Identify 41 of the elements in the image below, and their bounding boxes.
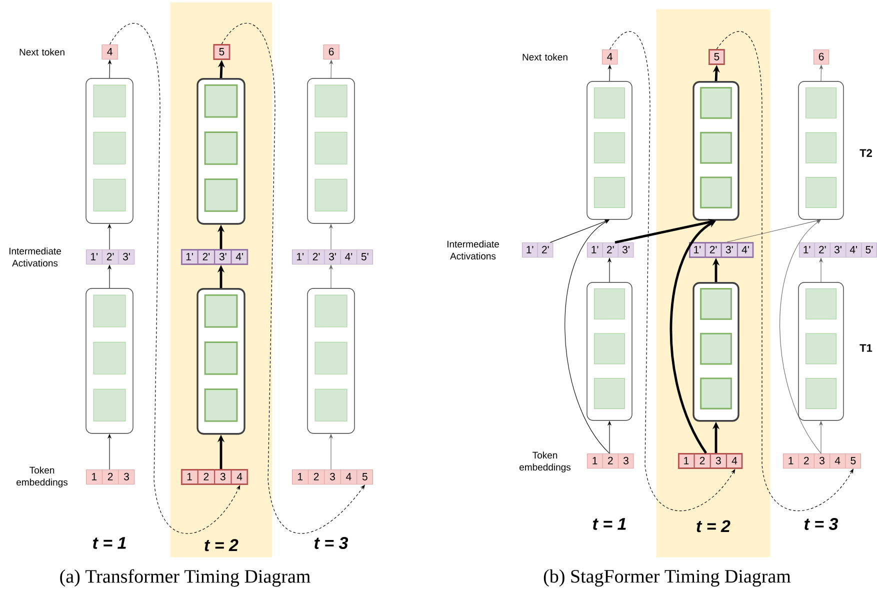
token-strip: 1 2 3 4 5 xyxy=(783,453,861,469)
token-box: 6 xyxy=(814,49,830,65)
token-box: 6 xyxy=(323,44,340,60)
stack-label: T2 xyxy=(860,149,872,157)
time-step-label: t = 1 xyxy=(92,537,126,549)
row-label: Next token xyxy=(522,54,568,60)
token-box: 5 xyxy=(213,44,230,60)
row-label: Intermediate Activations xyxy=(447,240,499,260)
time-step-label: t = 3 xyxy=(314,536,348,550)
dashed-arrow xyxy=(610,31,736,512)
token-strip: 1' 2' 3' 4' 5' xyxy=(799,242,877,258)
token-box: 4 xyxy=(102,44,118,60)
token-strip: 1' 2' 3' xyxy=(587,242,634,258)
arrow xyxy=(726,218,821,242)
token-strip: 1' 2' 3' 4' xyxy=(181,249,248,265)
curved-arrow xyxy=(780,220,822,454)
row-label: Next token xyxy=(20,48,64,56)
arrow xyxy=(550,220,610,243)
dashed-arrow xyxy=(221,23,365,534)
token-box: 5 xyxy=(708,49,725,65)
caption: (b) StagFormer Timing Diagram xyxy=(544,569,791,587)
curved-arrow xyxy=(564,220,610,454)
row-label: Intermediate Activations xyxy=(9,248,61,266)
token-strip: 1' 2' 3' 4' 5' xyxy=(292,249,373,265)
token-strip: 1' 2' 3' 4' xyxy=(689,242,754,258)
row-label: Token embeddings xyxy=(520,452,571,472)
token-strip: 1 2 3 4 5 xyxy=(292,469,373,485)
token-strip: 1 2 3 xyxy=(587,453,634,469)
dashed-arrow xyxy=(110,23,240,534)
time-step-label: t = 1 xyxy=(592,518,626,530)
stack-label: T1 xyxy=(860,344,872,352)
dashed-arrow xyxy=(716,31,854,512)
token-strip: 1 2 3 4 xyxy=(181,469,248,485)
caption: (a) Transformer Timing Diagram xyxy=(60,569,310,587)
token-strip: 1' 2' xyxy=(522,242,554,258)
row-label: Token embeddings xyxy=(16,466,68,488)
token-strip: 1 2 3 4 xyxy=(678,453,743,469)
token-strip: 1' 2' 3' xyxy=(86,249,135,265)
token-strip: 1 2 3 xyxy=(86,469,135,485)
token-box: 4 xyxy=(602,49,618,65)
time-step-label: t = 3 xyxy=(804,518,838,530)
